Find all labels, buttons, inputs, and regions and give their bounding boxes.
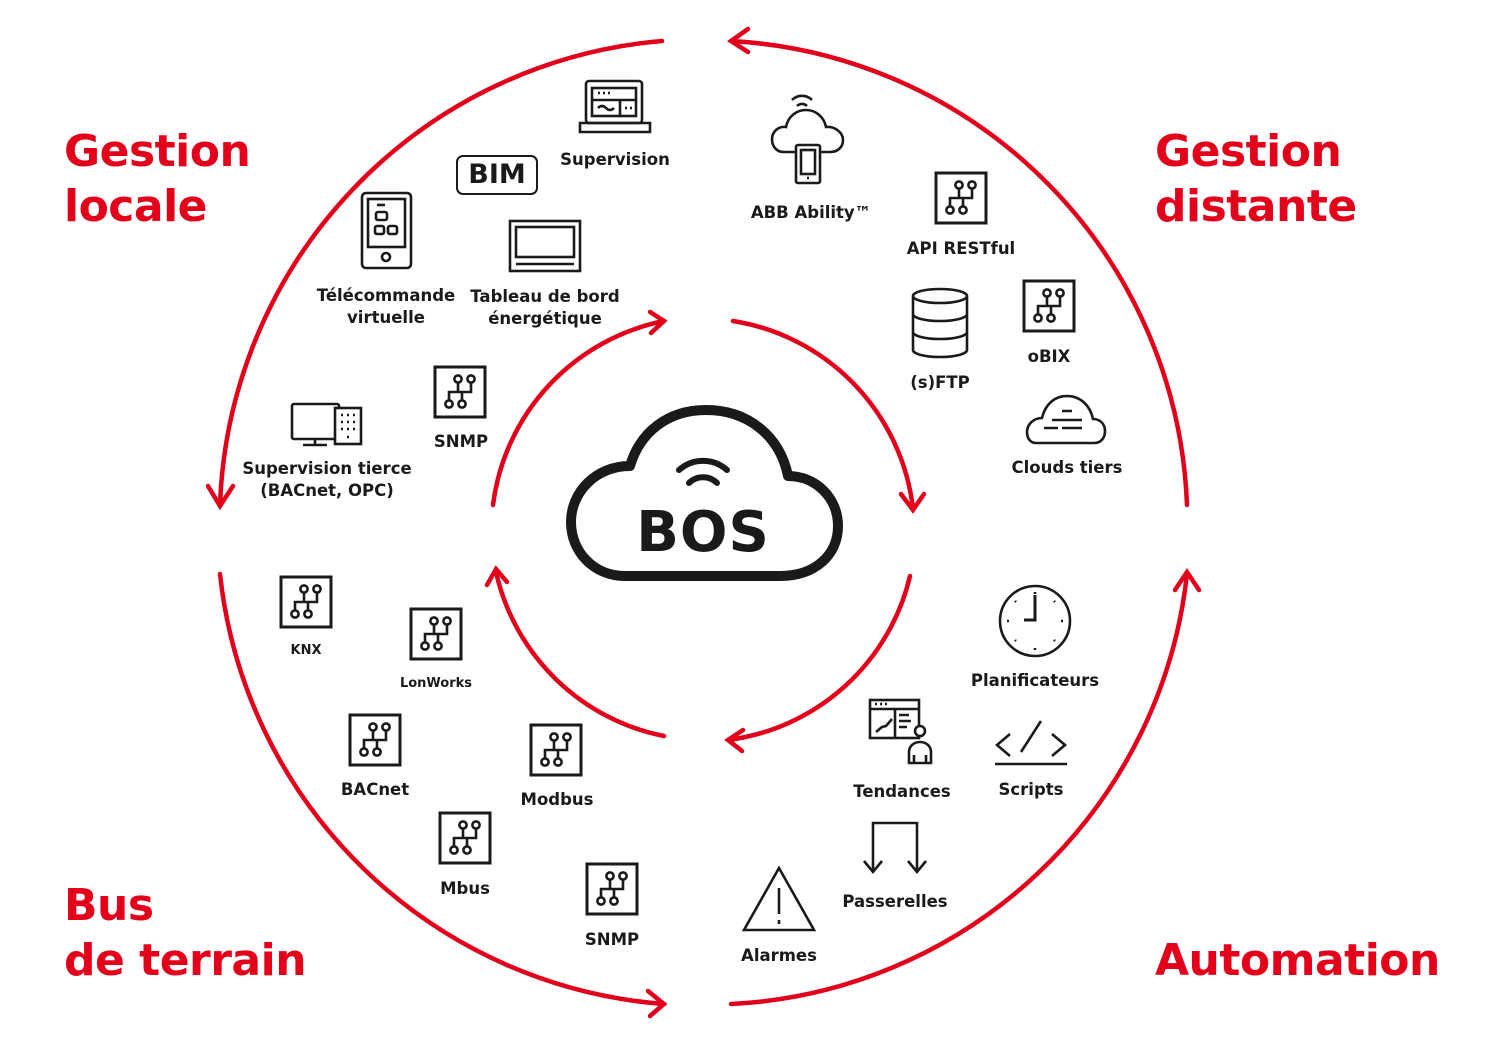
bacnet-network-icon [348,713,402,767]
outer-arrowhead-up-right [1172,567,1202,593]
lonworks-network-icon [409,607,463,661]
title-line: distante [1155,181,1357,232]
modbus-label: Modbus [520,790,594,809]
clock-icon [998,584,1072,658]
snmp-bus-label: SNMP [584,930,640,949]
outer-arrowhead-down-left [205,483,236,511]
bacnet-label: BACnet [340,780,410,799]
snmp-local-network-icon [433,365,487,419]
outer-arc-top-right [728,38,1190,508]
bim-badge: BIM [456,155,538,195]
title-line: Gestion [1155,126,1342,177]
cloud-phone-icon [770,94,845,185]
title-line: Gestion [64,126,251,177]
supervision-label: Supervision [560,150,670,169]
inner-arrowhead-top-right [898,491,927,514]
title-line: de terrain [64,935,307,986]
planificateurs-label: Planificateurs [970,671,1100,690]
telecommande-label: Télécommande virtuelle [317,285,456,329]
mbus-label: Mbus [440,879,490,898]
inner-arrowhead-top-left [647,309,668,336]
outer-arc-bottom-left [217,571,667,1007]
alarmes-label: Alarmes [741,946,817,965]
bos-cloud-icon [566,405,843,581]
code-icon [994,720,1068,766]
wifi-signal-icon [676,457,730,486]
knx-network-icon [279,575,333,629]
supervision-tierce-label: Supervision tierce (BACnet, OPC) [242,458,411,502]
title-line: Bus [64,880,154,931]
label-line: (BACnet, OPC) [260,481,394,500]
quadrant-title-gestion-locale: Gestion locale [64,124,251,234]
snmp-local-label: SNMP [433,432,489,451]
cloud-lines-icon [1025,394,1107,445]
outer-ring [205,26,1202,1019]
trend-report-user-icon [868,698,933,765]
api-restful-label: API RESTful [906,239,1016,258]
label-line: Télécommande [316,286,456,305]
title-line: Automation [1155,935,1440,986]
quadrant-title-bus-de-terrain: Bus de terrain [64,878,307,988]
obix-network-icon [1022,279,1076,333]
inner-arrowhead-bottom-right [724,727,746,754]
inner-arc-bottom-left [493,569,667,739]
knx-label: KNX [290,643,322,658]
warning-triangle-icon [741,865,817,932]
tableau-de-bord-label: Tableau de bord énergétique [470,286,619,330]
outer-arc-bottom-right [728,571,1190,1007]
scripts-label: Scripts [998,780,1064,799]
label-line: virtuelle [347,308,425,327]
mbus-network-icon [438,811,492,865]
inner-ring [484,309,927,754]
outer-arc-top-left [217,38,665,508]
clouds-tiers-label: Clouds tiers [1011,458,1123,477]
bos-label: BOS [636,500,770,565]
outer-arrowhead-left-top [726,26,751,55]
quadrant-title-automation: Automation [1155,933,1440,988]
laptop-dashboard-icon [578,79,652,134]
database-icon [911,287,969,359]
title-line: locale [64,181,208,232]
tendances-label: Tendances [853,782,951,801]
lonworks-label: LonWorks [399,676,473,691]
outer-arrowhead-right-bottom [645,988,668,1019]
snmp-bus-network-icon [585,862,639,916]
gateway-arrows-icon [862,821,928,875]
display-panel-icon [508,219,582,273]
smartphone-remote-icon [360,191,413,270]
inner-arc-top-right [730,318,916,512]
quadrant-title-gestion-distante: Gestion distante [1155,124,1357,234]
inner-arrowhead-bottom-left [484,565,510,588]
inner-arc-bottom-right [725,573,913,743]
label-line: Tableau de bord [470,287,620,306]
label-line: Supervision tierce [242,459,412,478]
modbus-network-icon [529,723,583,777]
monitor-building-icon [290,402,363,447]
passerelles-label: Passerelles [842,892,948,911]
sftp-label: (s)FTP [910,373,970,392]
abb-ability-label: ABB Ability™ [750,203,872,222]
label-line: énergétique [488,309,602,328]
inner-arc-top-left [490,318,667,508]
obix-label: oBIX [1027,347,1071,366]
api-restful-network-icon [934,171,988,225]
